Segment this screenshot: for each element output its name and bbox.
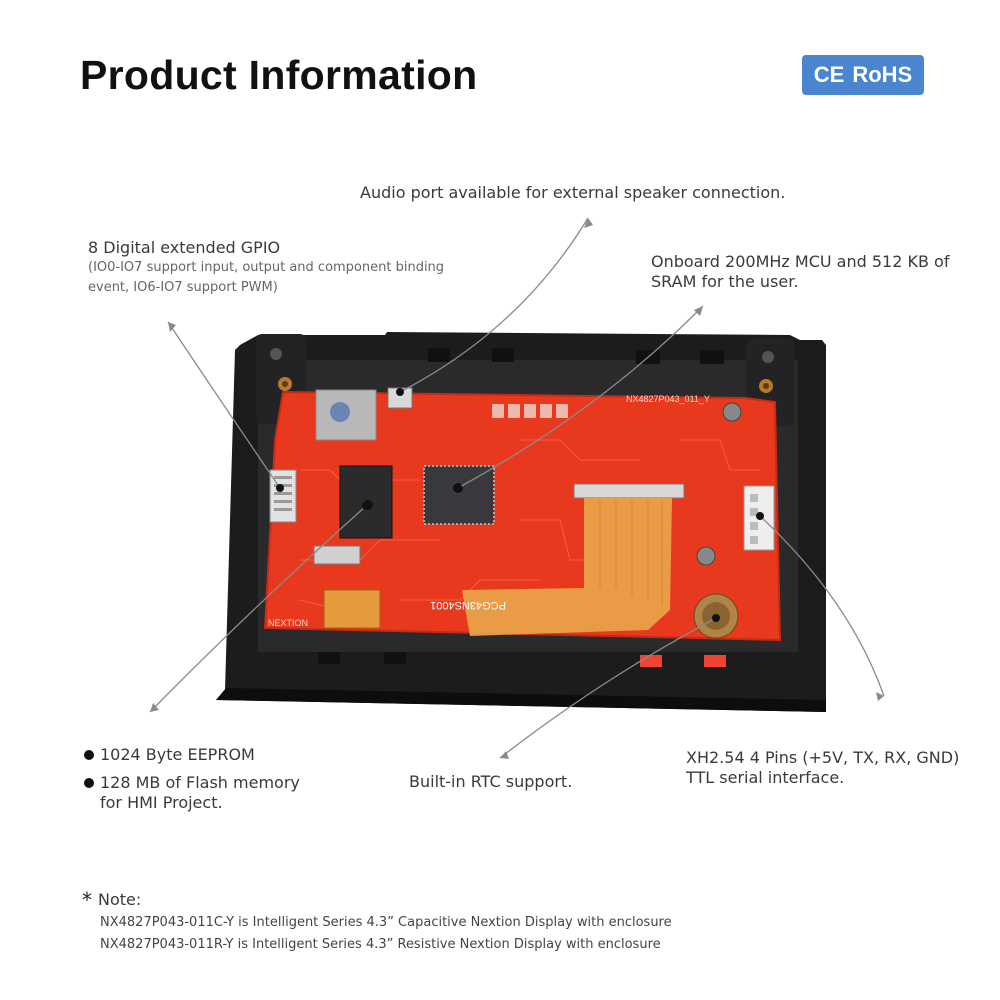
asterisk-icon: *: [82, 888, 92, 912]
arrow-heads: [150, 218, 884, 759]
capacitor: [696, 546, 716, 566]
callout-lines: [149, 217, 885, 759]
note-section: * Note: NX4827P043-011C-Y is Intelligent…: [82, 890, 672, 956]
ce-mark: CE: [813, 62, 845, 87]
note-line: NX4827P043-011C-Y is Intelligent Series …: [100, 915, 672, 930]
memory-callout: 1024 Byte EEPROM 128 MB of Flash memory …: [84, 745, 324, 813]
flash-item: 128 MB of Flash memory for HMI Project.: [84, 773, 324, 813]
gpio-title: 8 Digital extended GPIO: [88, 238, 281, 257]
fpc-connector: [573, 483, 685, 499]
mcu-chip: [423, 465, 495, 525]
eeprom-label: 1024 Byte EEPROM: [100, 745, 255, 764]
mcu-label: Onboard 200MHz MCU and 512 KB of SRAM fo…: [651, 252, 950, 291]
bullet-dot: [84, 750, 94, 760]
model-silkscreen: NX4827P043_011_Y: [626, 394, 710, 404]
bullet-dot: [84, 778, 94, 788]
gpio-detail: (IO0-IO7 support input, output and compo…: [88, 260, 445, 295]
note-line: NX4827P043-011R-Y is Intelligent Series …: [100, 937, 661, 952]
note-header: * Note:: [82, 890, 672, 910]
audio-port-label: Audio port available for external speake…: [360, 183, 786, 202]
eeprom-item: 1024 Byte EEPROM: [84, 745, 324, 765]
capacitor: [722, 402, 742, 422]
led-pads: [492, 404, 568, 418]
callout-dots: [276, 388, 764, 622]
flash-label: 128 MB of Flash memory for HMI Project.: [100, 773, 300, 812]
small-connector: [313, 545, 361, 565]
note-title: Note:: [98, 890, 142, 909]
enclosure-slots: [428, 348, 724, 364]
enclosure-rim: [216, 688, 826, 712]
page-title: Product Information: [80, 52, 478, 98]
fpc-ribbon: [462, 498, 672, 636]
certification-badge: CE RoHS: [802, 55, 924, 95]
serial-connector: [743, 485, 775, 551]
brand-silkscreen: NEXTION: [268, 618, 308, 628]
bottom-slots: [318, 652, 726, 667]
rohs-mark: RoHS: [852, 62, 913, 87]
gpio-callout: 8 Digital extended GPIO (IO0-IO7 support…: [88, 238, 488, 298]
fpc-silkscreen: PCG43NS4001: [430, 599, 506, 611]
serial-label: XH2.54 4 Pins (+5V, TX, RX, GND) TTL ser…: [686, 748, 960, 787]
rtc-label: Built-in RTC support.: [409, 772, 573, 791]
touch-controller: [323, 589, 381, 629]
